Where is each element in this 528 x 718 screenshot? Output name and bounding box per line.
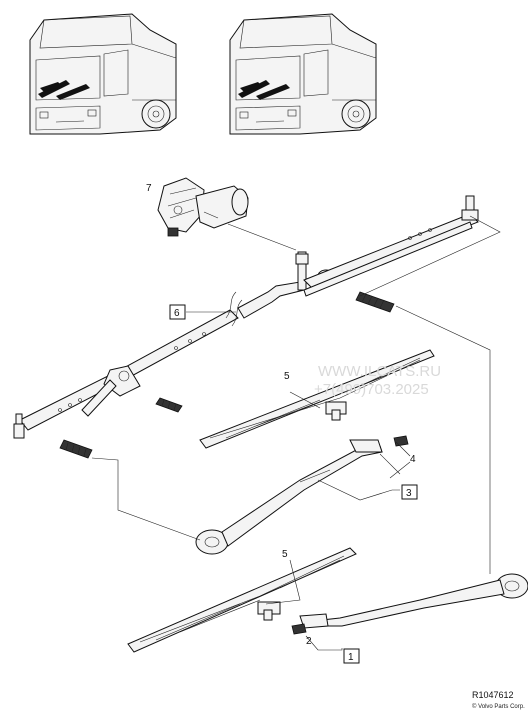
watermark-site: WWW.ILCATS.RU bbox=[318, 363, 441, 380]
callout-5-lower: 5 bbox=[282, 549, 288, 560]
wiper-arm-upper bbox=[195, 435, 409, 555]
leader-motor bbox=[227, 223, 297, 251]
callout-1: 1 bbox=[348, 652, 354, 663]
callout-6: 6 bbox=[174, 308, 180, 319]
callout-3-box bbox=[401, 484, 418, 500]
reference-code: R1047612 bbox=[472, 690, 514, 700]
callout-7: 7 bbox=[146, 183, 152, 194]
callout-1-box bbox=[343, 648, 360, 664]
wiper-blade-lower bbox=[127, 547, 357, 653]
watermark-phone: +7(499)703.2025 bbox=[314, 381, 429, 398]
copyright: © Volvo Parts Corp. bbox=[472, 703, 525, 710]
truck-illustration-left bbox=[29, 13, 177, 135]
wiper-motor bbox=[157, 177, 249, 237]
linkage-assembly bbox=[13, 195, 479, 439]
callout-3: 3 bbox=[406, 488, 412, 499]
wiper-blade-upper bbox=[199, 349, 435, 449]
callout-2: 2 bbox=[306, 636, 312, 647]
bush-right bbox=[355, 291, 395, 313]
bush-left bbox=[59, 439, 93, 459]
wiper-arm-lower bbox=[291, 573, 528, 635]
callout-6-box bbox=[169, 304, 186, 320]
callout-5-upper: 5 bbox=[284, 371, 290, 382]
truck-illustration-right bbox=[229, 13, 377, 135]
callout-4: 4 bbox=[410, 454, 416, 465]
leader-lines bbox=[91, 215, 501, 651]
bush-center bbox=[155, 397, 183, 413]
